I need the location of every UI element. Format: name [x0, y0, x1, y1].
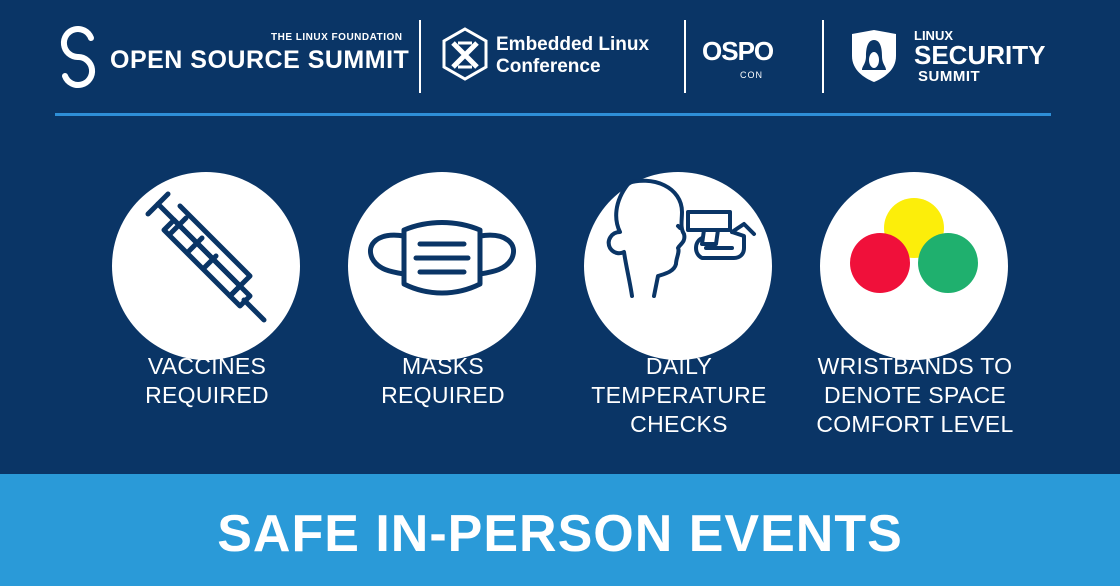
- banner-title: SAFE IN-PERSON EVENTS: [217, 505, 903, 563]
- lss-line3: SUMMIT: [918, 68, 981, 85]
- wristband-colors-icon: [850, 198, 978, 293]
- item-label: VACCINES REQUIRED: [145, 353, 269, 408]
- header-rule: [55, 113, 1051, 116]
- icon-circle: [584, 172, 772, 360]
- icon-circle: [820, 172, 1008, 360]
- temperature-check-icon: [606, 178, 756, 298]
- icon-circle: [348, 172, 536, 360]
- ospocon-logo: OSPO CON: [702, 30, 807, 85]
- open-source-summit-logo: THE LINUX FOUNDATION OPEN SOURCE SUMMIT: [55, 22, 409, 92]
- oss-name: OPEN SOURCE SUMMIT: [110, 46, 410, 74]
- green-dot-icon: [918, 233, 978, 293]
- penguin-shield-icon: [852, 30, 896, 82]
- s-mark-icon: [60, 26, 96, 88]
- divider: [684, 20, 686, 93]
- lss-line1: LINUX: [914, 28, 953, 43]
- icon-circle: [112, 172, 300, 360]
- item-label: WRISTBANDS TO DENOTE SPACE COMFORT LEVEL: [816, 353, 1014, 437]
- lss-line2: SECURITY: [914, 40, 1046, 70]
- elc-mark-icon: [442, 27, 488, 81]
- ospo-sub: CON: [740, 70, 763, 80]
- item-label: DAILY TEMPERATURE CHECKS: [591, 353, 767, 437]
- footer-banner: SAFE IN-PERSON EVENTS: [0, 474, 1120, 586]
- ospo-name: OSPO: [702, 36, 774, 66]
- face-mask-icon: [368, 220, 516, 296]
- elc-logo: Embedded Linux Conference: [440, 26, 670, 86]
- divider: [822, 20, 824, 93]
- red-dot-icon: [850, 233, 910, 293]
- elc-line2: Conference: [496, 56, 601, 77]
- header: THE LINUX FOUNDATION OPEN SOURCE SUMMIT …: [0, 0, 1120, 115]
- syringe-icon: [145, 191, 267, 323]
- divider: [419, 20, 421, 93]
- linux-security-summit-logo: LINUX SECURITY SUMMIT: [848, 26, 1068, 88]
- item-label: MASKS REQUIRED: [381, 353, 505, 408]
- foundation-text: THE LINUX FOUNDATION: [271, 32, 403, 43]
- elc-line1: Embedded Linux: [496, 34, 650, 55]
